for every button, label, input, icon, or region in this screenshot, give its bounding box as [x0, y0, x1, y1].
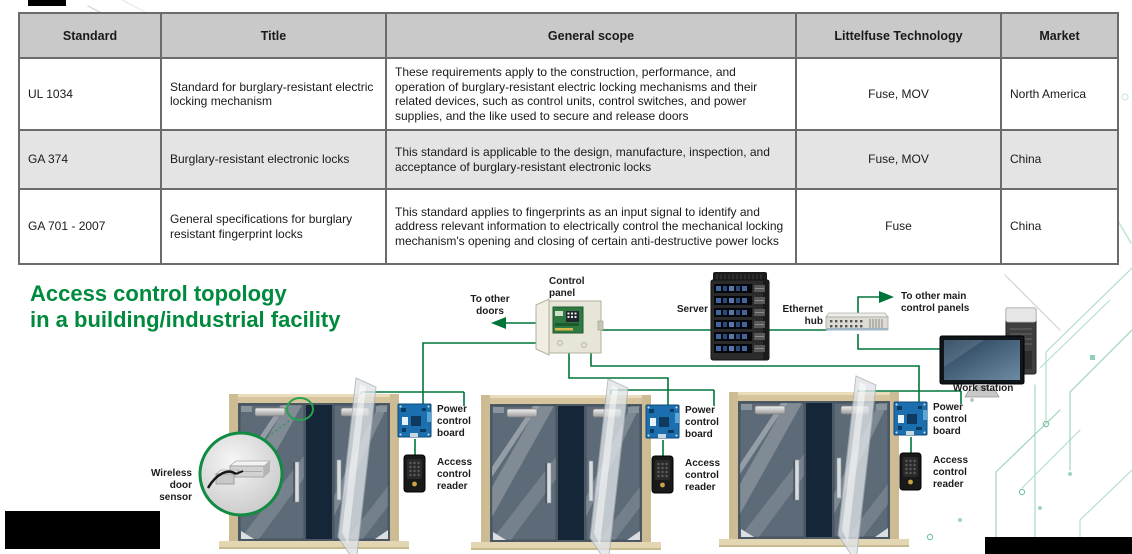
header-title: Title [160, 12, 387, 59]
power-control-board-2-icon [645, 404, 680, 439]
diagram-title: Access control topology in a building/in… [30, 281, 341, 333]
header-general-scope: General scope [385, 12, 797, 59]
cell-standard: GA 374 [18, 129, 162, 190]
cell-technology: Fuse, MOV [795, 57, 1002, 131]
header-market: Market [1000, 12, 1119, 59]
door-2-icon [470, 378, 662, 554]
cell-market: China [1000, 188, 1119, 265]
power-control-board-1-icon [397, 403, 432, 438]
label-server: Server [676, 304, 708, 315]
redacted-logo-bottom-left [5, 511, 160, 549]
label-to-other-doors: To other doors [470, 294, 510, 318]
standards-table: Standard Title General scope Littelfuse … [18, 12, 1119, 265]
wireless-door-sensor-icon [198, 397, 314, 517]
cell-market: China [1000, 129, 1119, 190]
access-control-reader-3-icon [899, 452, 922, 491]
label-access-control-reader-3: Access control reader [933, 455, 969, 491]
cell-title: Standard for burglary-resistant electric… [160, 57, 387, 131]
power-control-board-3-icon [893, 401, 928, 436]
label-ethernet-hub: Ethernet hub [782, 304, 823, 328]
door-3-icon [718, 375, 910, 554]
redacted-bar-bottom-right [985, 537, 1132, 554]
label-wireless-door-sensor: Wireless door sensor [150, 468, 192, 504]
label-work-station: Work station [953, 383, 1014, 394]
label-access-control-reader-1: Access control reader [437, 457, 473, 493]
label-to-other-main-control-panels: To other main control panels [901, 291, 970, 315]
cell-scope: These requirements apply to the construc… [385, 57, 797, 131]
cell-standard: UL 1034 [18, 57, 162, 131]
header-littelfuse-technology: Littelfuse Technology [795, 12, 1002, 59]
cell-standard: GA 701 - 2007 [18, 188, 162, 265]
door-1-icon [218, 377, 410, 554]
cell-market: North America [1000, 57, 1119, 131]
server-icon [710, 272, 770, 361]
ethernet-hub-icon [825, 312, 889, 331]
table-row: GA 701 - 2007 General specifications for… [18, 188, 1119, 265]
redacted-bar-top [28, 0, 66, 6]
cell-technology: Fuse, MOV [795, 129, 1002, 190]
cell-scope: This standard is applicable to the desig… [385, 129, 797, 190]
cell-scope: This standard applies to fingerprints as… [385, 188, 797, 265]
cell-title: Burglary-resistant electronic locks [160, 129, 387, 190]
label-power-control-board-2: Power control board [685, 405, 719, 441]
table-row: GA 374 Burglary-resistant electronic loc… [18, 129, 1119, 190]
control-panel-icon [535, 298, 604, 356]
arrow-to-other-doors [491, 317, 506, 329]
header-standard: Standard [18, 12, 162, 59]
label-power-control-board-3: Power control board [933, 402, 967, 438]
table-header-row: Standard Title General scope Littelfuse … [18, 12, 1119, 59]
access-control-reader-1-icon [403, 454, 426, 493]
cell-technology: Fuse [795, 188, 1002, 265]
label-access-control-reader-2: Access control reader [685, 458, 721, 494]
arrow-to-other-main [879, 291, 894, 303]
label-control-panel: Control panel [549, 276, 585, 300]
table-row: UL 1034 Standard for burglary-resistant … [18, 57, 1119, 131]
label-power-control-board-1: Power control board [437, 404, 471, 440]
cell-title: General specifications for burglary resi… [160, 188, 387, 265]
access-control-reader-2-icon [651, 455, 674, 494]
